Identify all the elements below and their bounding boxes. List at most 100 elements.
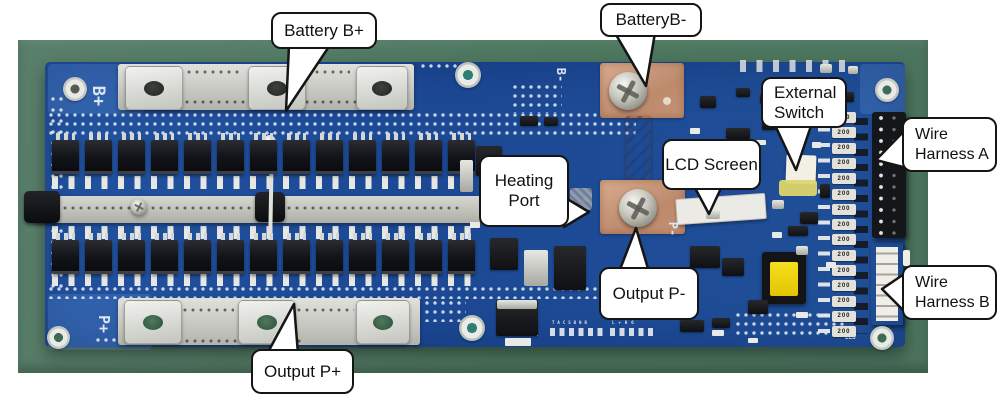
callout-label: Battery B+ (284, 20, 364, 40)
mosfet (349, 233, 376, 274)
callout-label: LCD Screen (665, 154, 758, 174)
mosfet (151, 233, 178, 274)
pcb-component (680, 320, 704, 332)
callout-label: External Switch (774, 82, 837, 122)
busbar-tab (356, 300, 410, 344)
callout-output-p-plus: Output P+ (251, 349, 354, 394)
mosfet (250, 233, 277, 274)
resistor-200: 200 (832, 188, 856, 200)
callout-label: Output P- (612, 283, 686, 303)
through-hole-field (48, 286, 634, 299)
mosfet (316, 133, 343, 174)
smd-capacitor-row (52, 274, 480, 286)
terminal-screw (609, 72, 647, 110)
wire-harness-a-connector (872, 112, 906, 238)
callout-lcd-screen: LCD Screen (662, 139, 761, 190)
wire-harness-b-connector (870, 242, 904, 326)
silkscreen-led: LED (845, 334, 856, 341)
pcb-component (544, 117, 558, 126)
smd-capacitor-row (52, 176, 480, 189)
pcb-component (722, 258, 744, 276)
mosfet (151, 133, 178, 174)
pcb-component (848, 66, 858, 74)
mosfet (349, 133, 376, 174)
capacitor-ring (455, 62, 481, 88)
callout-label: Output P+ (263, 361, 342, 381)
solder-pad-row (610, 328, 654, 336)
silkscreen-p-minus: P- (666, 221, 680, 237)
pcb-component (524, 250, 548, 286)
callout-wire-harness-b: Wire Harness B (902, 265, 997, 320)
smd-capacitor-row (740, 60, 850, 72)
solder-pad-row (550, 328, 606, 336)
resistor-200: 200 (832, 173, 856, 185)
through-hole-field (48, 112, 636, 139)
busbar-tab (248, 66, 306, 110)
heating-port-pad (570, 188, 592, 210)
pcb-component (748, 338, 758, 343)
callout-battery-b-plus: Battery B+ (271, 12, 377, 49)
resistor-200: 200 (832, 219, 856, 231)
mosfet (217, 233, 244, 274)
callout-label: Wire Harness B (915, 273, 990, 311)
busbar-tab (238, 300, 296, 344)
callout-label: Heating Port (494, 171, 554, 210)
mosfet (85, 233, 112, 274)
mosfet (382, 233, 409, 274)
pcb-component (756, 140, 766, 145)
pcb-component (505, 338, 531, 346)
pcb-component (736, 88, 750, 97)
silkscreen-pad-row-2: TACSBNB (552, 320, 590, 325)
smd-column (818, 112, 830, 334)
mosfet (283, 133, 310, 174)
mosfet (316, 233, 343, 274)
resistor-200: 200 (832, 234, 856, 246)
mosfet (283, 233, 310, 274)
mosfet (85, 133, 112, 174)
mosfet (250, 133, 277, 174)
pcb-component (788, 226, 808, 236)
pcb-component (712, 318, 730, 328)
connector-tab (903, 250, 910, 266)
pcb-component (748, 300, 768, 314)
through-hole-field (735, 312, 847, 338)
resistor-200: 200 (832, 203, 856, 215)
resistor-200: 200 (832, 326, 856, 338)
copper-link-strip (626, 116, 651, 182)
resistor-200: 200 (832, 295, 856, 307)
callout-heating-port: Heating Port (479, 155, 569, 227)
pcb-component (460, 160, 473, 192)
pcb-component (726, 128, 750, 139)
resistor-200: 200 (832, 127, 856, 139)
pcb-component (520, 116, 538, 126)
diode-column (854, 118, 868, 334)
mosfet (415, 233, 442, 274)
through-hole-field (512, 84, 562, 113)
pcb-component (820, 64, 832, 73)
callout-output-p-minus: Output P- (599, 267, 699, 320)
resistor-200: 200 (832, 310, 856, 322)
pcb-component (706, 210, 720, 219)
busbar-tab (356, 66, 408, 110)
rivet-row (296, 307, 354, 315)
switch-glow (779, 180, 817, 196)
mosfet (382, 133, 409, 174)
pcb-component (796, 246, 808, 255)
pcb-component (690, 246, 720, 268)
resistor-200: 200 (832, 142, 856, 154)
pcb-component (690, 128, 700, 134)
pcb-component (812, 142, 821, 148)
pcb-component (772, 232, 782, 238)
silkscreen-pad-row-3: L+HO (612, 320, 638, 325)
capacitor-ring (459, 315, 485, 341)
pcb-component (700, 96, 716, 108)
mosfet (52, 133, 79, 174)
pcb-component (796, 312, 808, 318)
mounting-hole (47, 326, 70, 349)
busbar-tab (125, 66, 183, 110)
callout-battery-b-minus: BatteryB- (600, 3, 702, 37)
busbar-tab (124, 300, 182, 344)
pcb-component (826, 262, 836, 268)
callout-label: BatteryB- (615, 10, 687, 29)
